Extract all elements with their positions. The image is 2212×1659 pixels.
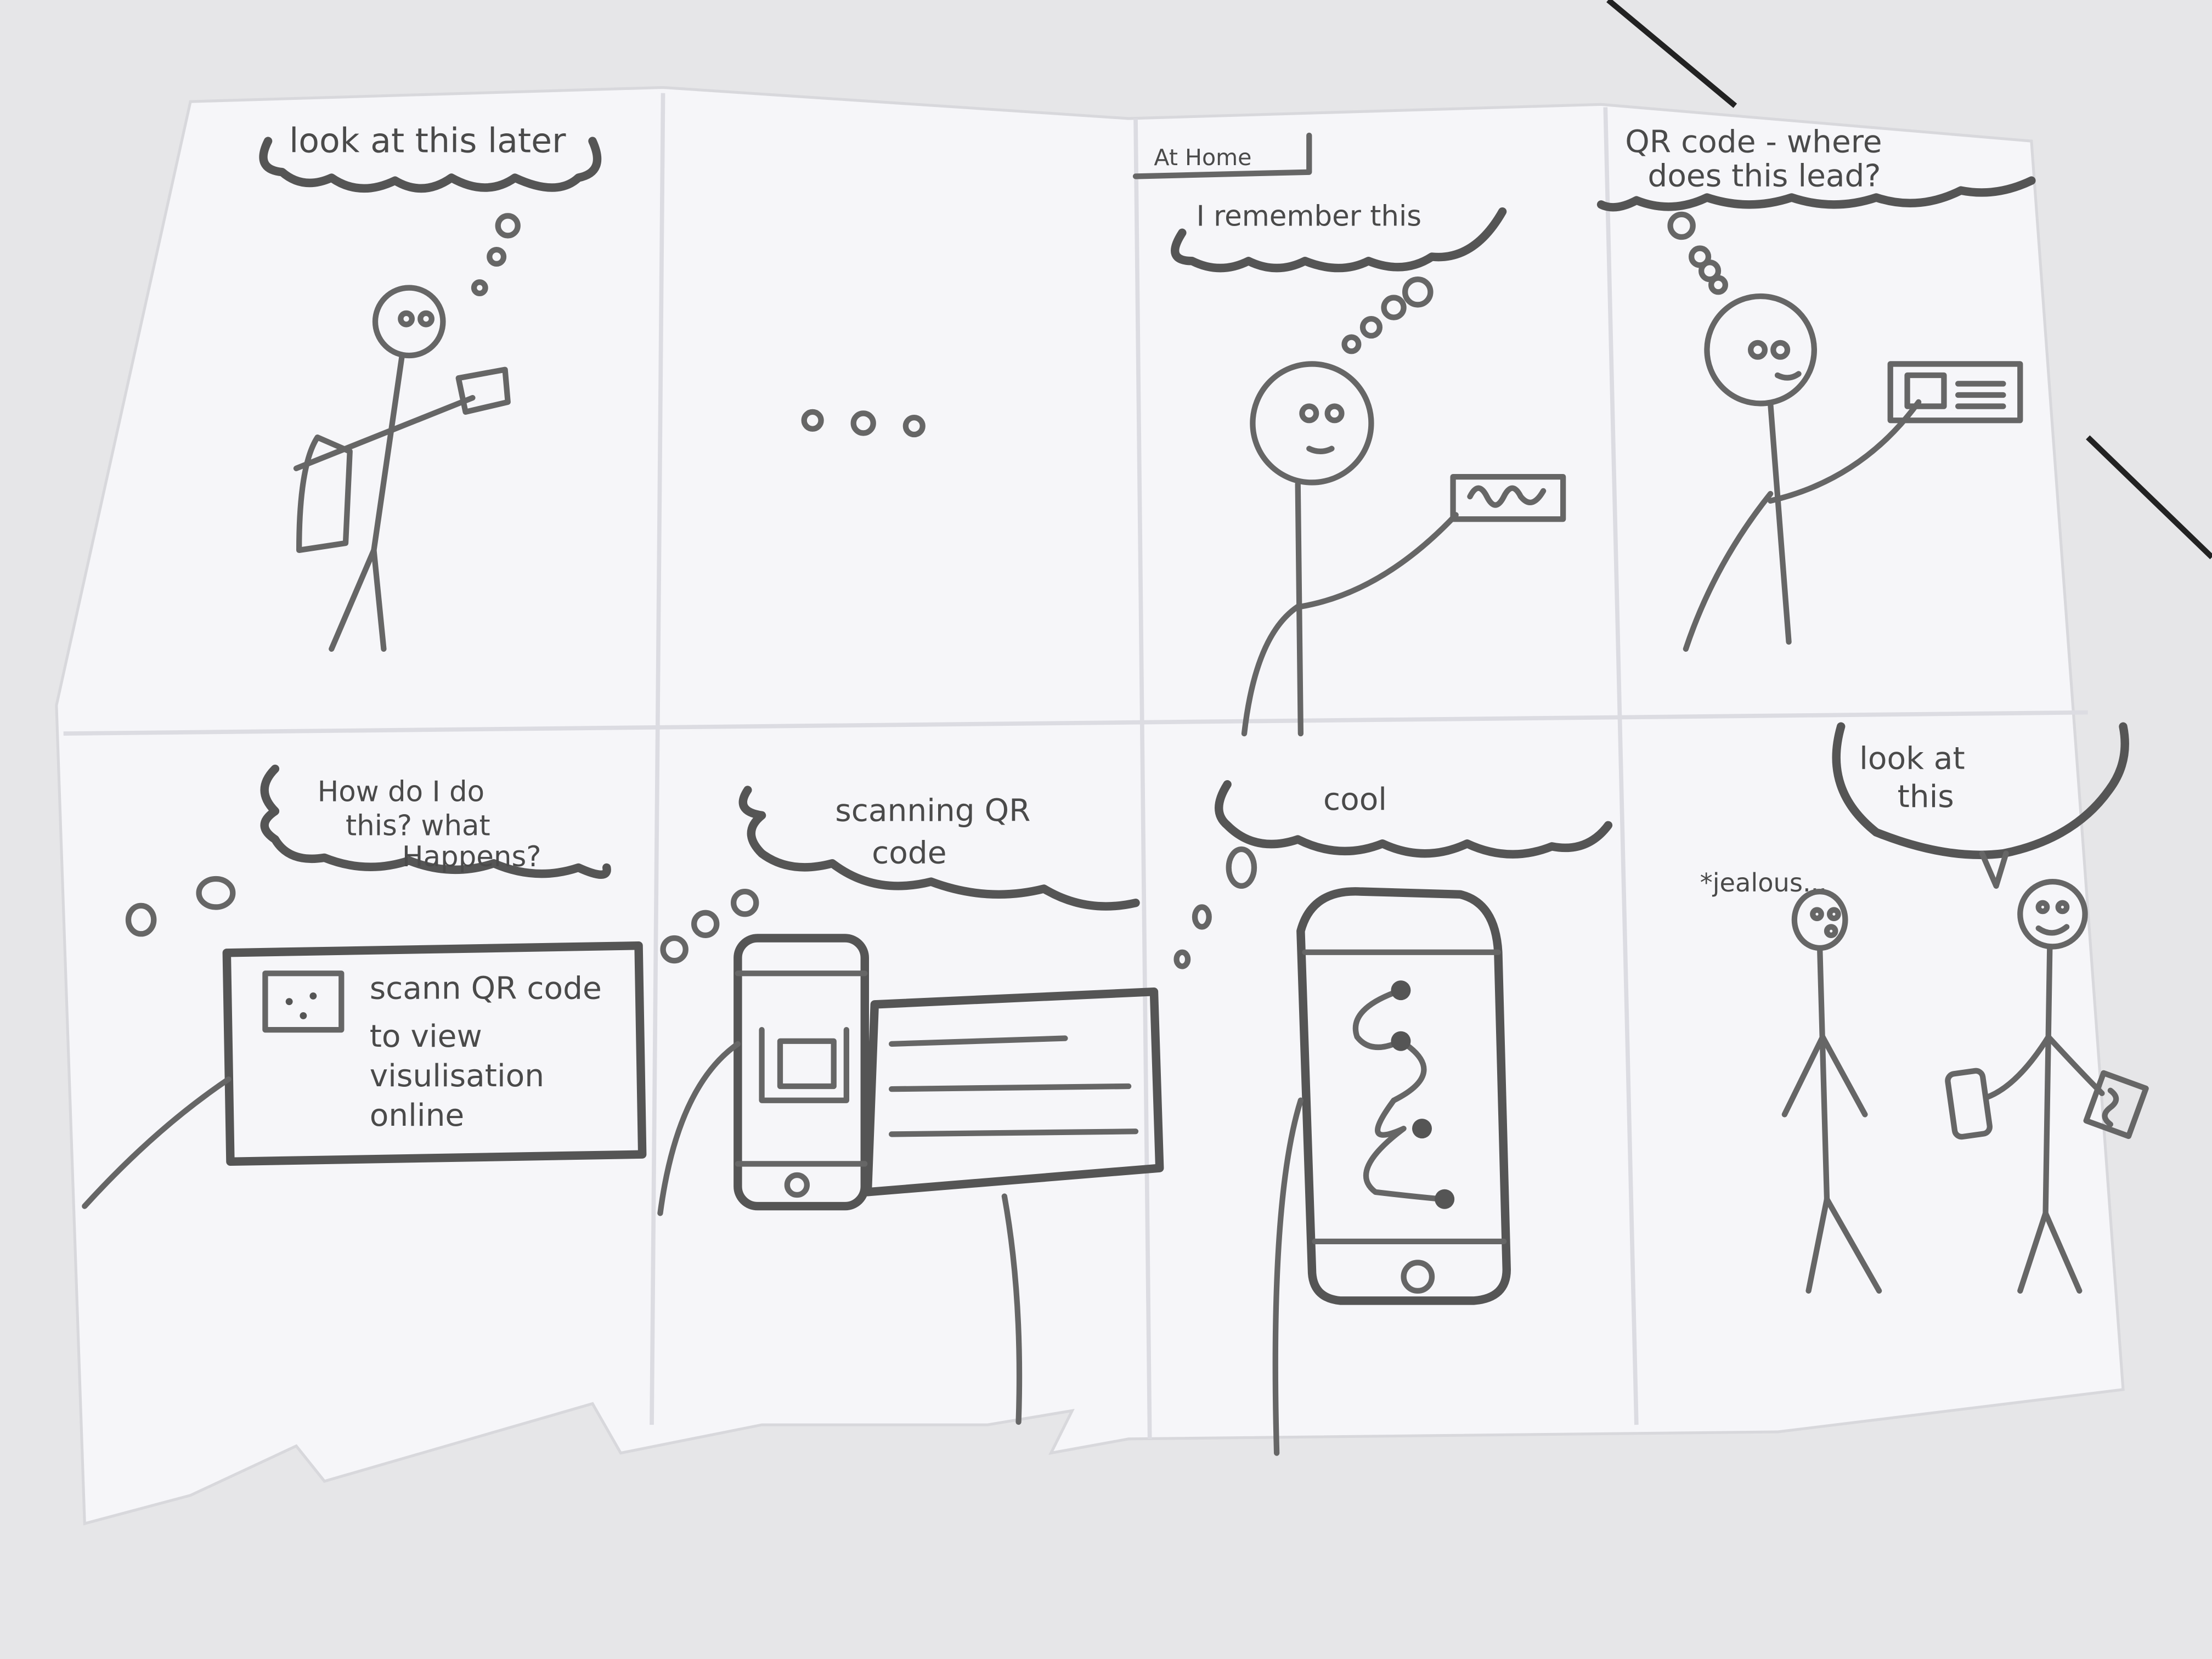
- ellipsis-dot: [902, 415, 926, 438]
- location-label-box: [1132, 132, 1312, 179]
- thought-text: cool: [1323, 781, 1387, 817]
- thought-bubble-dot: [471, 279, 488, 296]
- table-edge-line: [1606, 0, 1737, 108]
- thought-text: does this lead?: [1647, 157, 1881, 194]
- panel-7: cool: [1173, 780, 1613, 1456]
- thought-cloud: [1596, 176, 2036, 212]
- thought-cloud: [1171, 207, 1507, 273]
- ellipsis-dot: [850, 410, 876, 436]
- thought-bubble-dot: [487, 247, 507, 267]
- speech-text: this: [1898, 778, 1954, 815]
- thought-text: scanning QR: [835, 793, 1030, 829]
- scan-frame: [759, 1027, 850, 1103]
- arm-line: [1001, 1193, 1023, 1425]
- speech-text: look at: [1859, 740, 1965, 776]
- table-edge-line: [2086, 435, 2212, 560]
- panel-3: At Home I remember this: [1132, 132, 1566, 737]
- flyer-card: [2083, 1070, 2149, 1139]
- arm-line: [1272, 1097, 1304, 1456]
- thought-cloud: [259, 137, 602, 193]
- qr-code-icon: [262, 970, 345, 1033]
- paper-sheet: [55, 86, 2125, 1526]
- stick-figure: [1241, 361, 1566, 737]
- side-note: *jealous...: [1700, 868, 1827, 898]
- visualisation-path: [1352, 988, 1445, 1202]
- thought-cloud: [1215, 780, 1613, 859]
- phone: [1945, 1068, 1993, 1140]
- card-text: visulisation: [370, 1058, 544, 1094]
- thought-text: look at this later: [289, 121, 566, 161]
- thought-cloud: [260, 764, 611, 879]
- location-label: At Home: [1154, 144, 1251, 171]
- thought-text: I remember this: [1197, 200, 1421, 233]
- phone: [733, 934, 869, 1211]
- panel-5: How do I do this? what Happens? scann QR…: [82, 764, 647, 1209]
- stick-figure-happy: [1945, 879, 2149, 1294]
- thought-bubble-dot: [495, 213, 521, 239]
- panel-4: QR code - where does this lead?: [1596, 124, 2036, 652]
- hand-line: [657, 1041, 741, 1216]
- card-text: scann QR code: [370, 970, 602, 1007]
- panel-8: look at this *jealous...: [1700, 722, 2149, 1294]
- thought-cloud: [738, 786, 1140, 911]
- stick-figure-jealous: [1781, 889, 1882, 1294]
- thought-text: code: [872, 835, 946, 871]
- stick-figure: [293, 285, 511, 652]
- thought-text: Happens?: [402, 840, 541, 873]
- flyer-card: [222, 941, 647, 1166]
- qr-code-icon: [777, 1038, 837, 1090]
- card-text: to view: [370, 1018, 482, 1054]
- card-text: online: [370, 1097, 465, 1133]
- backpack: [296, 435, 353, 553]
- flyer-card: [1450, 474, 1566, 522]
- stick-figure: [1683, 293, 2023, 652]
- flyer-card: [863, 988, 1164, 1197]
- panel-2: [801, 409, 926, 438]
- panel-1: look at this later: [259, 121, 602, 652]
- thought-text: How do I do: [318, 776, 485, 809]
- paper-folds: [63, 93, 2088, 1439]
- flyer-card: [1887, 361, 2023, 424]
- speech-bubble: [1832, 722, 2129, 859]
- arm-line: [82, 1076, 232, 1209]
- thought-text: this? what: [346, 809, 490, 842]
- panel-6: scanning QR code: [657, 786, 1164, 1425]
- thought-text: QR code - where: [1625, 124, 1882, 160]
- speech-bubble-tail: [1979, 850, 2009, 889]
- phone: [1296, 887, 1511, 1305]
- ellipsis-dot: [801, 409, 824, 432]
